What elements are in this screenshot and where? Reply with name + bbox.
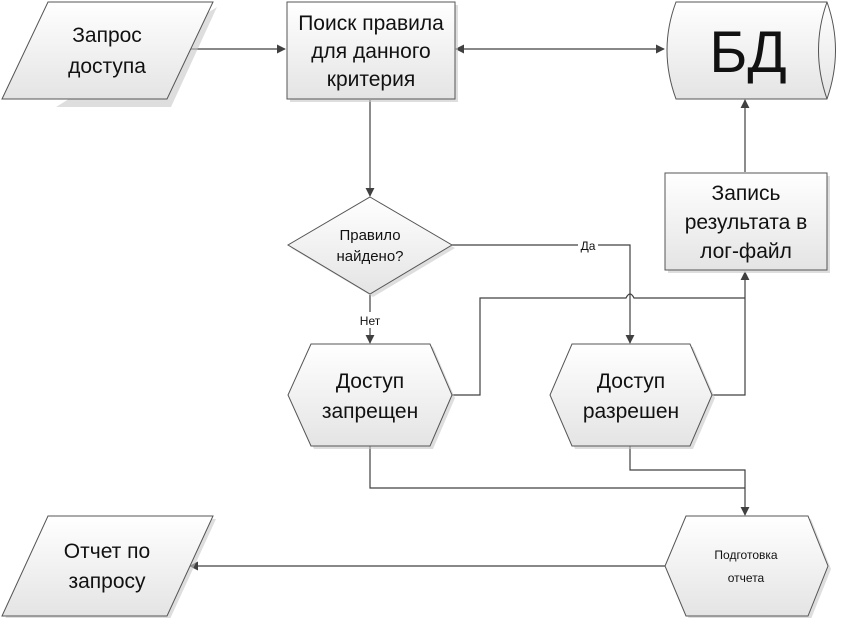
edge-label-yes: Да (581, 239, 596, 253)
node-prepare-report-line1: Подготовка (714, 548, 777, 562)
node-access-denied-line2: запрещен (322, 400, 418, 423)
node-search-rule[interactable]: Поиск правила для данного критерия (286, 1, 458, 102)
node-access-denied-line1: Доступ (336, 370, 404, 393)
node-rule-found-line2: найдено? (336, 248, 403, 265)
node-database-label: БД (709, 20, 786, 85)
node-database[interactable]: БД (666, 1, 836, 100)
node-request-report[interactable]: Отчет по запросу (1, 515, 216, 618)
node-access-request-line2: доступа (68, 55, 146, 78)
node-rule-found[interactable]: Правило найдено? (287, 196, 455, 297)
node-log-write-line2: результата в (685, 211, 808, 234)
node-prepare-report-line2: отчета (728, 571, 765, 585)
edge-denied-to-log (452, 293, 745, 396)
node-access-granted[interactable]: Доступ разрешен (549, 343, 715, 449)
node-request-report-line1: Отчет по (64, 540, 150, 563)
node-access-request-line1: Запрос (72, 24, 142, 47)
node-access-granted-line1: Доступ (597, 370, 665, 393)
node-log-write[interactable]: Запись результата в лог-файл (664, 172, 830, 273)
node-access-request[interactable]: Запрос доступа (1, 1, 217, 107)
edge-granted-to-log (712, 271, 750, 396)
connectors (189, 44, 750, 571)
node-request-report-line2: запросу (68, 570, 146, 593)
node-log-write-line1: Запись (712, 182, 781, 205)
node-access-denied[interactable]: Доступ запрещен (287, 343, 455, 449)
edge-denied-to-report (369, 446, 745, 489)
edge-yes (452, 244, 630, 343)
node-search-rule-line2: для данного (311, 40, 430, 63)
node-log-write-line3: лог-файл (700, 240, 792, 263)
node-search-rule-line1: Поиск правила (298, 12, 444, 35)
node-prepare-report[interactable]: Подготовка отчета (664, 515, 831, 618)
node-search-rule-line3: критерия (327, 68, 415, 91)
edge-label-no: Нет (360, 314, 381, 328)
node-rule-found-line1: Правило (339, 227, 400, 244)
edge-granted-to-report (629, 446, 750, 516)
node-access-granted-line2: разрешен (583, 400, 679, 423)
